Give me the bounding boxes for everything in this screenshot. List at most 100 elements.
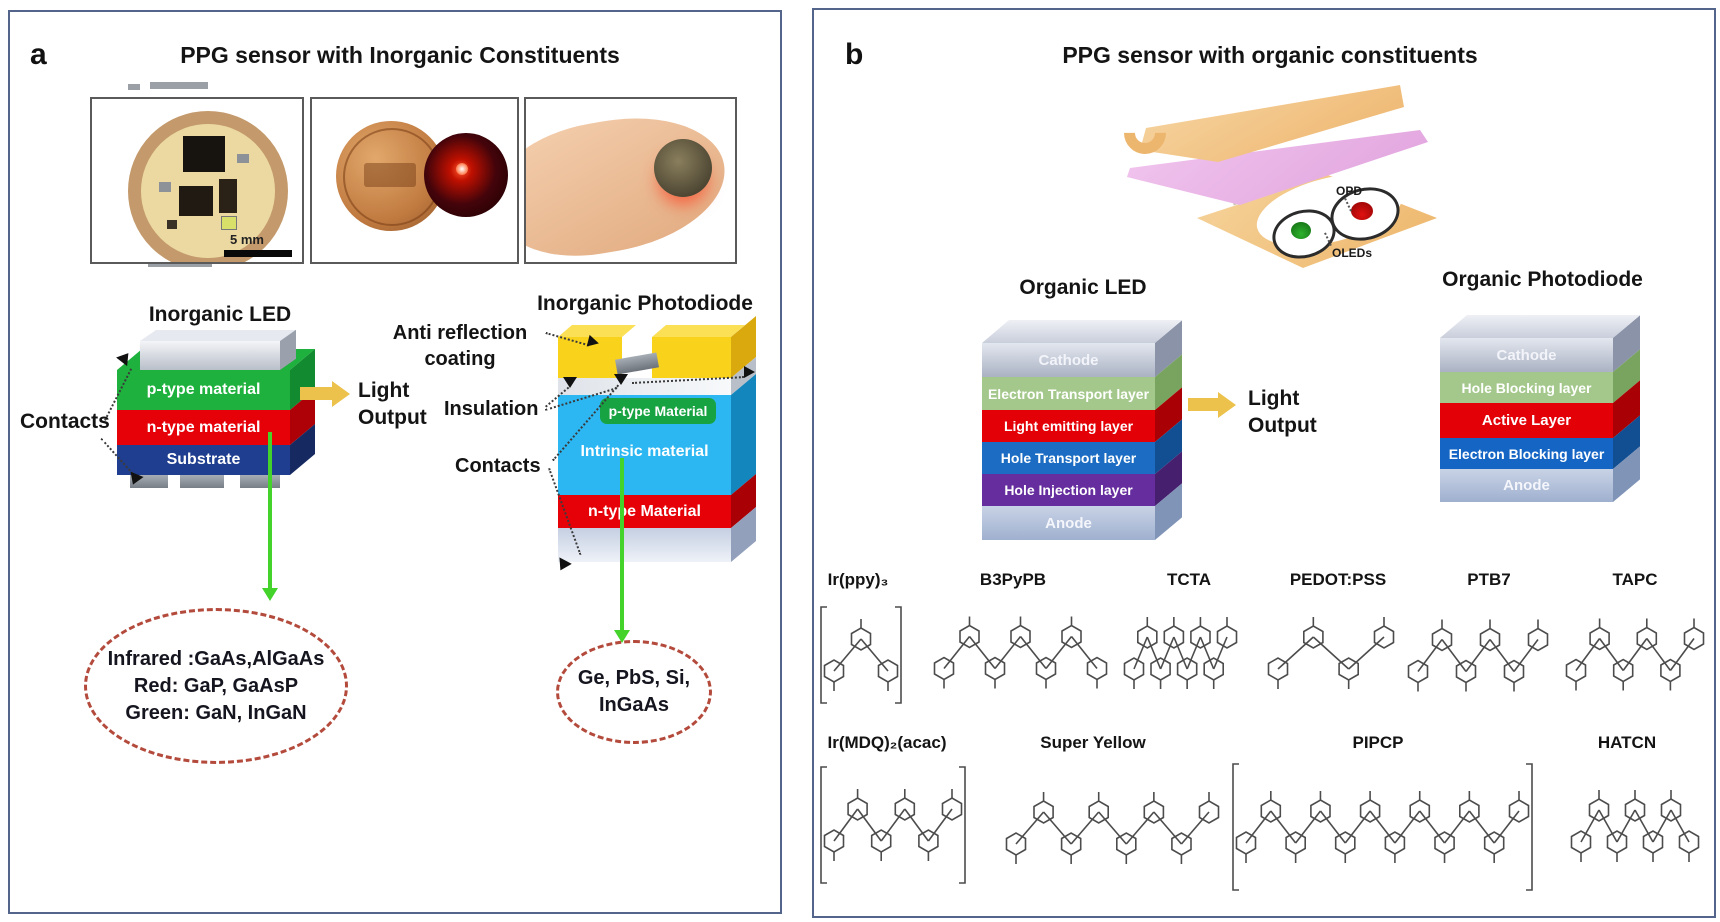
chip (183, 136, 225, 172)
component (167, 220, 177, 229)
opd-layer-anode: Anode (1440, 469, 1613, 502)
molecule-name: TAPC (1612, 570, 1658, 589)
molecule-structure-tcta (1123, 617, 1238, 689)
photo-tab (150, 82, 208, 89)
organic-led-title: Organic LED (1019, 276, 1147, 299)
led-materials-arrowhead (262, 588, 278, 601)
opd-pixel (1351, 202, 1373, 220)
led-electrode-front (140, 341, 280, 370)
oled-layer-cathode: Cathode (982, 343, 1155, 377)
light-line1: Light (358, 379, 410, 402)
photodiode-n-type-layer: n-type Material (558, 495, 731, 528)
panel-a-title: PPG sensor with Inorganic Constituents (180, 42, 620, 68)
inorganic-photodiode-title: Inorganic Photodiode (537, 292, 753, 315)
scale-label: 5 mm (230, 232, 264, 247)
molecule-name: Ir(MDQ)₂(acac) (827, 733, 947, 752)
molecule-structure-irppy3 (820, 606, 902, 704)
led-materials-ellipse: Infrared :GaAs,AlGaAs Red: GaP, GaAsP Gr… (84, 608, 348, 764)
molecule-name: TCTA (1166, 570, 1212, 589)
anti-reflection-label: Anti reflection coating (375, 320, 545, 372)
oled-side-face (1155, 320, 1182, 540)
insulation-strip (558, 378, 731, 395)
molecule-name: PIPCP (1352, 733, 1404, 752)
arc-top-face (558, 325, 636, 337)
anti-reflection-block (652, 337, 731, 378)
arrowhead (563, 377, 577, 388)
light-line1: Light (1248, 387, 1300, 410)
photodiode-materials-arrow (620, 458, 624, 630)
led-layer-substrate: Substrate (117, 445, 290, 475)
photo-penny-comparison (310, 97, 519, 264)
molecule-name: Ir(ppy)₃ (827, 570, 889, 589)
panel-b-label: b (845, 38, 864, 71)
led-layer-n-type: n-type material (117, 410, 290, 445)
photodiode-material-line: Ge, PbS, Si, (577, 667, 691, 689)
led-material-line: Red: GaP, GaAsP (133, 674, 299, 697)
led-contact-foot (130, 475, 168, 488)
chip (219, 179, 237, 213)
scale-bar (224, 250, 292, 257)
opd-layer-cathode: Cathode (1440, 338, 1613, 372)
molecule-structure-hatcn (1570, 790, 1700, 862)
molecule-name: PTB7 (1467, 570, 1511, 589)
oled-pixel (1291, 222, 1311, 239)
component (237, 154, 249, 163)
chip (179, 186, 213, 216)
penny-memorial (364, 163, 416, 187)
anti-reflection-line2: coating (424, 348, 496, 370)
opd-layer-hbl: Hole Blocking layer (1440, 372, 1613, 403)
light-line2: Output (358, 406, 427, 429)
light-output-label: Light Output (1248, 385, 1317, 439)
light-output-arrow (1188, 398, 1218, 411)
photo-fingertip (524, 97, 737, 264)
opd-layer-ebl: Electron Blocking layer (1440, 438, 1613, 469)
oled-layer-htl: Hole Transport layer (982, 442, 1155, 474)
molecule-structure-tapc (1565, 618, 1705, 691)
fingertip-sensor (654, 139, 712, 197)
photodiode-materials-arrowhead (614, 630, 630, 643)
arc-top-face (652, 325, 745, 337)
photo-flexible-sensor: 5 mm (90, 97, 304, 264)
photodiode-material-line: InGaAs (598, 694, 670, 716)
panel-b-title: PPG sensor with organic constituents (1062, 42, 1478, 68)
led-side-face (290, 349, 315, 475)
led-layer-p-type: p-type material (117, 370, 290, 410)
molecule-structure-pedotpss (1267, 617, 1395, 689)
molecule-structure-superyellow (1005, 792, 1220, 864)
inorganic-led-title: Inorganic LED (148, 303, 292, 326)
organic-photodiode-title: Organic Photodiode (1442, 268, 1643, 291)
light-output-arrowhead (1218, 392, 1236, 418)
panel-a-label: a (30, 38, 47, 71)
led-die (221, 216, 237, 230)
photodiode-substrate (558, 528, 731, 562)
sensor-disc (128, 111, 288, 262)
led-contact-foot (180, 475, 224, 488)
component (159, 182, 171, 192)
led-materials-arrow (268, 432, 272, 588)
opd-layer-active: Active Layer (1440, 403, 1613, 438)
led-material-line: Infrared :GaAs,AlGaAs (107, 647, 325, 670)
oled-layer-hil: Hole Injection layer (982, 474, 1155, 506)
molecule-structure-pipcp (1232, 763, 1533, 891)
anti-reflection-block (558, 337, 622, 378)
arrowhead (744, 366, 755, 378)
glowing-sensor (424, 133, 508, 217)
light-output-label: Light Output (358, 377, 427, 431)
molecule-name: PEDOT:PSS (1289, 570, 1387, 589)
opd-side-face (1613, 315, 1640, 502)
light-output-arrowhead (332, 381, 350, 407)
anti-reflection-line1: Anti reflection (392, 322, 528, 344)
oled-top-face (982, 320, 1182, 343)
molecule-structure-b3pypb (933, 616, 1108, 689)
opd-label: OPD (1336, 184, 1363, 198)
photo-tab (128, 84, 140, 90)
molecule-name: Super Yellow (1040, 733, 1146, 752)
photodiode-p-type-layer: p-type Material (600, 398, 716, 424)
led-material-line: Green: GaN, InGaN (125, 701, 307, 724)
opd-top-face (1440, 315, 1640, 338)
photodiode-materials-ellipse: Ge, PbS, Si, InGaAs (556, 640, 712, 744)
light-output-arrow (300, 387, 332, 400)
molecule-name: B3PyPB (979, 570, 1047, 589)
oled-layer-anode: Anode (982, 506, 1155, 540)
